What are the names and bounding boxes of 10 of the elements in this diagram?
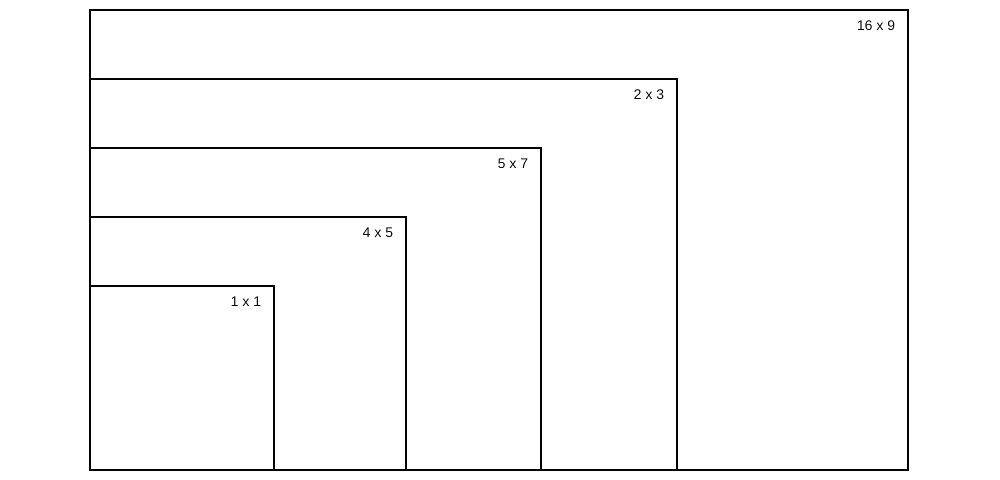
size-frame (89, 147, 542, 471)
size-frame (89, 285, 275, 471)
size-label: 4 x 5 (362, 224, 393, 240)
size-frame (89, 216, 407, 471)
size-frame (89, 78, 678, 471)
size-label: 5 x 7 (498, 155, 528, 171)
size-label: 1 x 1 (230, 293, 261, 309)
size-frame (89, 9, 909, 471)
size-label: 2 x 3 (634, 86, 664, 102)
size-label: 16 x 9 (856, 17, 895, 33)
